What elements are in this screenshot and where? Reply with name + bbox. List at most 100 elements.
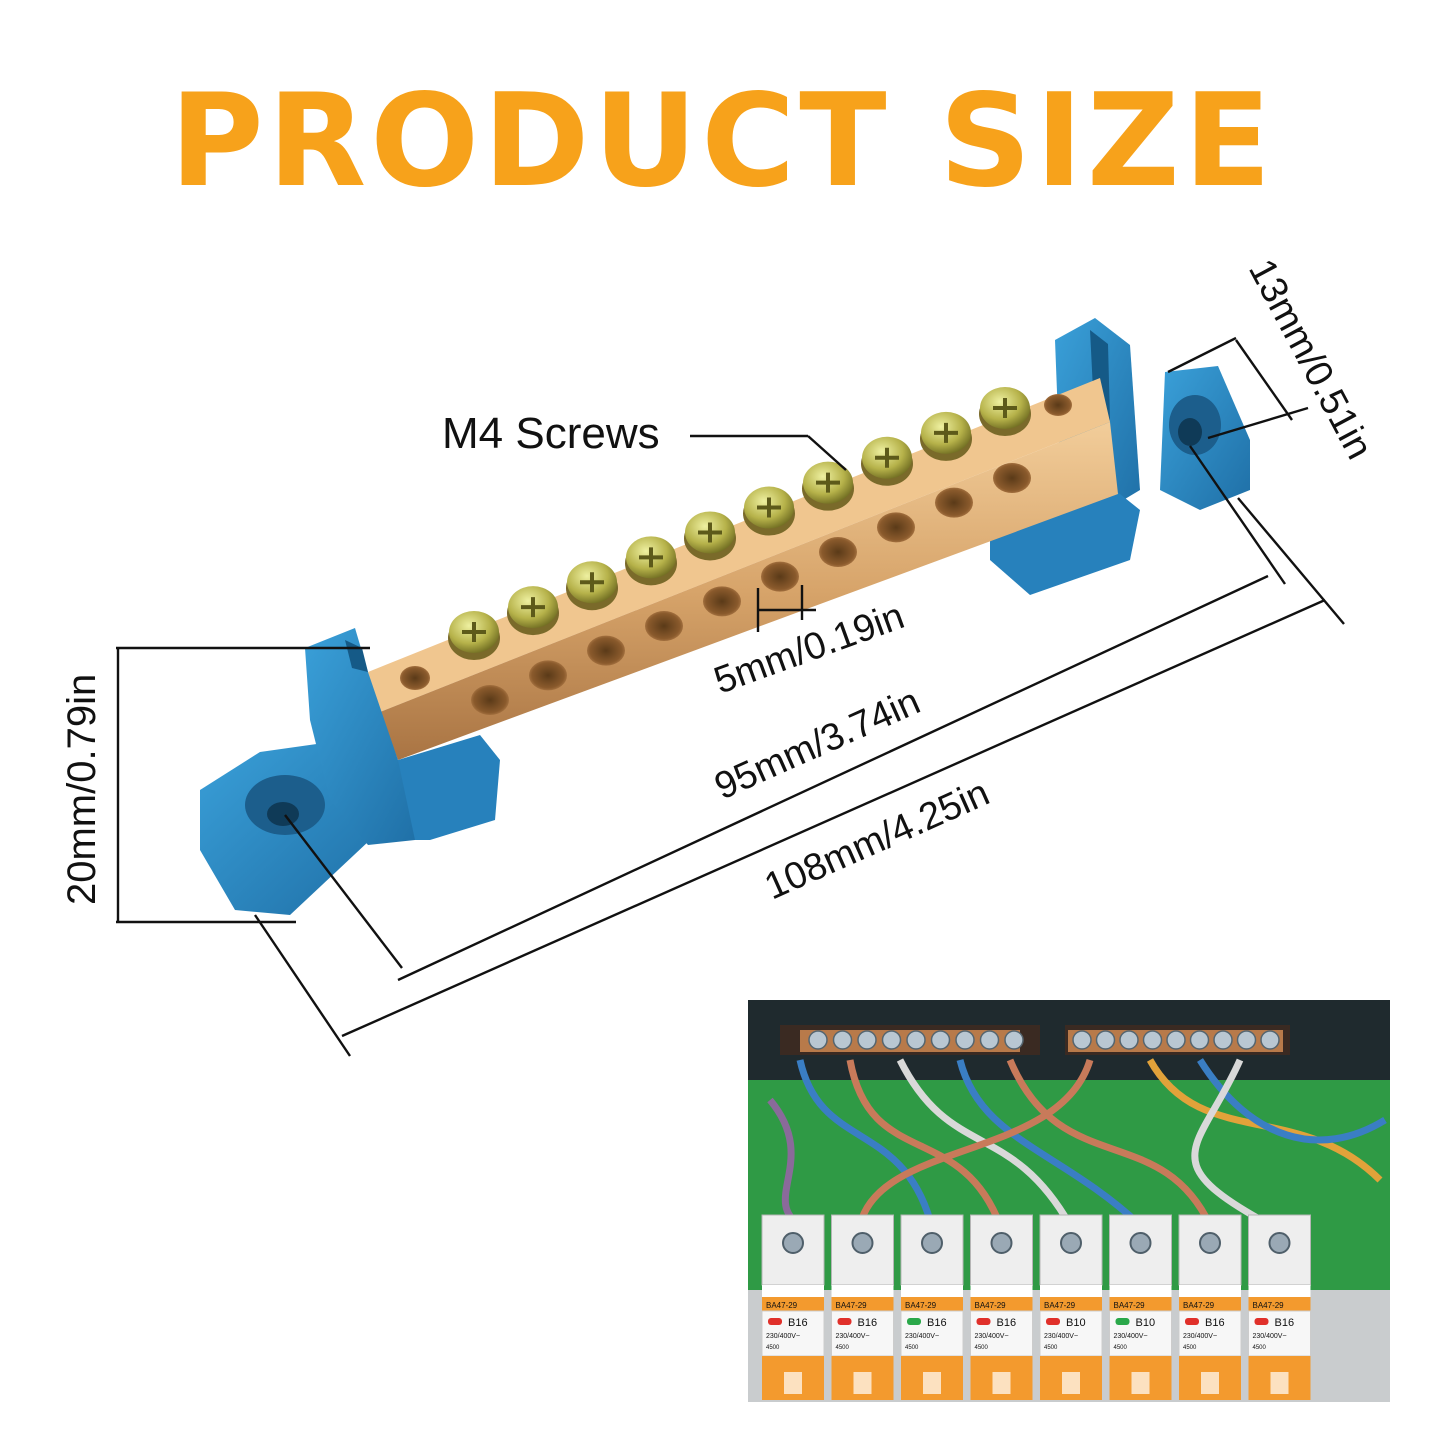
wire-hole xyxy=(819,537,857,567)
status-indicator xyxy=(1254,1318,1269,1325)
wire-hole xyxy=(645,611,683,641)
m4-screw xyxy=(448,611,500,660)
photo-bus-screws xyxy=(808,1030,1280,1050)
breaker-model: BA47-29 xyxy=(1253,1301,1285,1310)
wire-hole xyxy=(993,463,1031,493)
m4-screw xyxy=(743,486,795,536)
breaker-rating: B16 xyxy=(997,1317,1017,1329)
label-height: 20mm/0.79in xyxy=(60,674,104,905)
photo-screw xyxy=(1236,1030,1257,1050)
breaker-rating: B10 xyxy=(1136,1317,1156,1329)
wire-hole xyxy=(529,660,567,691)
photo-screw xyxy=(955,1030,975,1050)
photo-screw xyxy=(1095,1030,1116,1050)
photo-screw xyxy=(930,1030,951,1050)
breaker-voltage: 230/400V~ xyxy=(766,1333,800,1340)
breaker-code: 4500 xyxy=(766,1345,780,1351)
wire-hole xyxy=(703,586,741,617)
wire-hole xyxy=(587,635,625,666)
photo-screw xyxy=(1119,1030,1139,1050)
label-width: 13mm/0.51in xyxy=(1240,253,1380,467)
breaker-model: BA47-29 xyxy=(1044,1301,1076,1310)
breaker-voltage: 230/400V~ xyxy=(1044,1333,1078,1340)
breaker-rating: B16 xyxy=(1205,1317,1225,1329)
m4-screw xyxy=(979,387,1031,436)
status-indicator xyxy=(768,1318,782,1325)
bar-screws xyxy=(448,387,1031,660)
photo-screw xyxy=(1213,1030,1233,1050)
label-m4-screws: M4 Screws xyxy=(442,409,660,458)
photo-screw xyxy=(1189,1030,1210,1050)
breaker-rating: B16 xyxy=(858,1317,878,1329)
status-indicator xyxy=(1046,1318,1060,1325)
wire-hole xyxy=(935,487,973,518)
photo-screw xyxy=(808,1030,828,1050)
photo-screw xyxy=(1260,1030,1280,1050)
status-indicator xyxy=(837,1318,852,1325)
breaker-rating: B10 xyxy=(1066,1317,1086,1329)
photo-screw xyxy=(906,1030,926,1050)
breaker-code: 4500 xyxy=(1183,1345,1197,1351)
m4-screw xyxy=(566,561,618,611)
m4-screw xyxy=(920,411,972,461)
photo-screw xyxy=(1142,1030,1163,1050)
page-title: PRODUCT SIZE xyxy=(169,67,1276,216)
breaker-rating: B16 xyxy=(927,1317,947,1329)
breaker-code: 4500 xyxy=(1114,1345,1128,1351)
breaker-voltage: 230/400V~ xyxy=(1183,1333,1217,1340)
breaker-code: 4500 xyxy=(905,1345,919,1351)
breaker-voltage: 230/400V~ xyxy=(1114,1333,1148,1340)
breaker-model: BA47-29 xyxy=(1183,1301,1215,1310)
breaker-code: 4500 xyxy=(1253,1345,1267,1351)
photo-screw xyxy=(1072,1030,1092,1050)
breaker-model: BA47-29 xyxy=(1114,1301,1146,1310)
label-bar-length: 95mm/3.74in xyxy=(709,681,927,809)
breaker-rating: B16 xyxy=(788,1317,808,1329)
m4-screw xyxy=(625,536,677,586)
m4-screw xyxy=(507,586,559,636)
m4-screw xyxy=(802,461,854,511)
m4-screw xyxy=(861,436,913,486)
breaker-model: BA47-29 xyxy=(975,1301,1007,1310)
breaker-model: BA47-29 xyxy=(905,1301,937,1310)
photo-screw xyxy=(1166,1030,1186,1050)
photo-screw xyxy=(881,1030,902,1050)
photo-screw xyxy=(832,1030,853,1050)
left-mounting-foot xyxy=(200,628,500,915)
label-total-length: 108mm/4.25in xyxy=(759,772,996,908)
dimension-lines xyxy=(116,336,1345,1057)
photo-wires xyxy=(767,1058,1387,1229)
breaker-voltage: 230/400V~ xyxy=(975,1333,1009,1340)
m4-screw xyxy=(684,511,736,561)
photo-screw xyxy=(979,1030,1000,1050)
status-indicator xyxy=(1115,1318,1130,1325)
breaker-model: BA47-29 xyxy=(836,1301,868,1310)
bar-wire-holes xyxy=(471,463,1031,715)
breaker-voltage: 230/400V~ xyxy=(905,1333,939,1340)
wire-hole xyxy=(877,512,915,543)
photo-screw xyxy=(857,1030,877,1050)
wire-hole xyxy=(471,685,509,715)
photo-screw xyxy=(1004,1030,1024,1050)
status-indicator xyxy=(1185,1318,1199,1325)
breaker-voltage: 230/400V~ xyxy=(1253,1333,1287,1340)
breaker-code: 4500 xyxy=(975,1345,989,1351)
breaker-voltage: 230/400V~ xyxy=(836,1333,870,1340)
wire-hole xyxy=(761,561,799,592)
breaker-code: 4500 xyxy=(836,1345,850,1351)
breaker-code: 4500 xyxy=(1044,1345,1058,1351)
status-indicator xyxy=(976,1318,991,1325)
breaker-rating: B16 xyxy=(1275,1317,1295,1329)
